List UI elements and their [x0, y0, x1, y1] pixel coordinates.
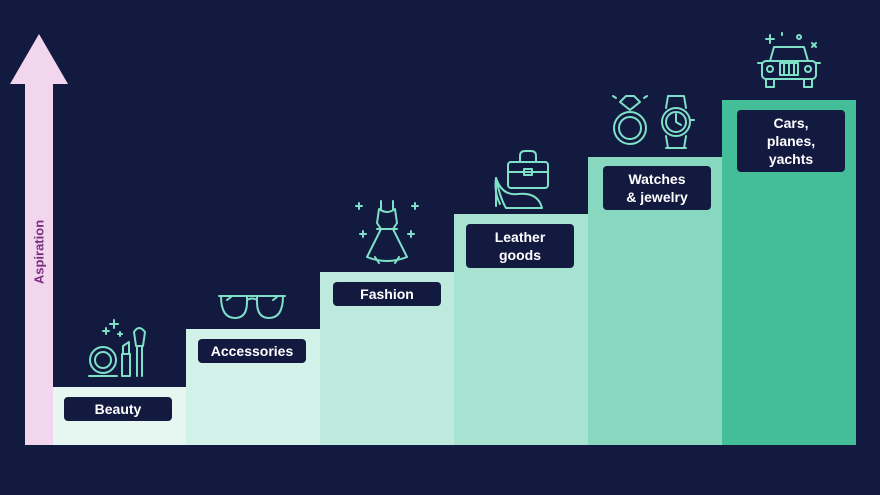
step-label-watches-jewelry: Watches & jewelry [603, 166, 711, 210]
step-label-cars-planes-yachts: Cars, planes, yachts [737, 110, 845, 172]
cosmetics-icon [88, 319, 146, 377]
aspiration-arrow-shaft [25, 82, 53, 445]
dress-icon [355, 200, 419, 264]
step-label-beauty: Beauty [64, 397, 172, 421]
car-icon [757, 32, 821, 88]
step-label-accessories: Accessories [198, 339, 306, 363]
aspiration-arrow-head [10, 34, 68, 84]
aspiration-axis-label: Aspiration [31, 219, 47, 285]
sunglasses-icon [218, 295, 286, 319]
step-label-fashion: Fashion [333, 282, 441, 306]
handbag-shoe-icon [494, 150, 549, 209]
ring-watch-icon [612, 95, 695, 149]
step-label-leather-goods: Leather goods [466, 224, 574, 268]
